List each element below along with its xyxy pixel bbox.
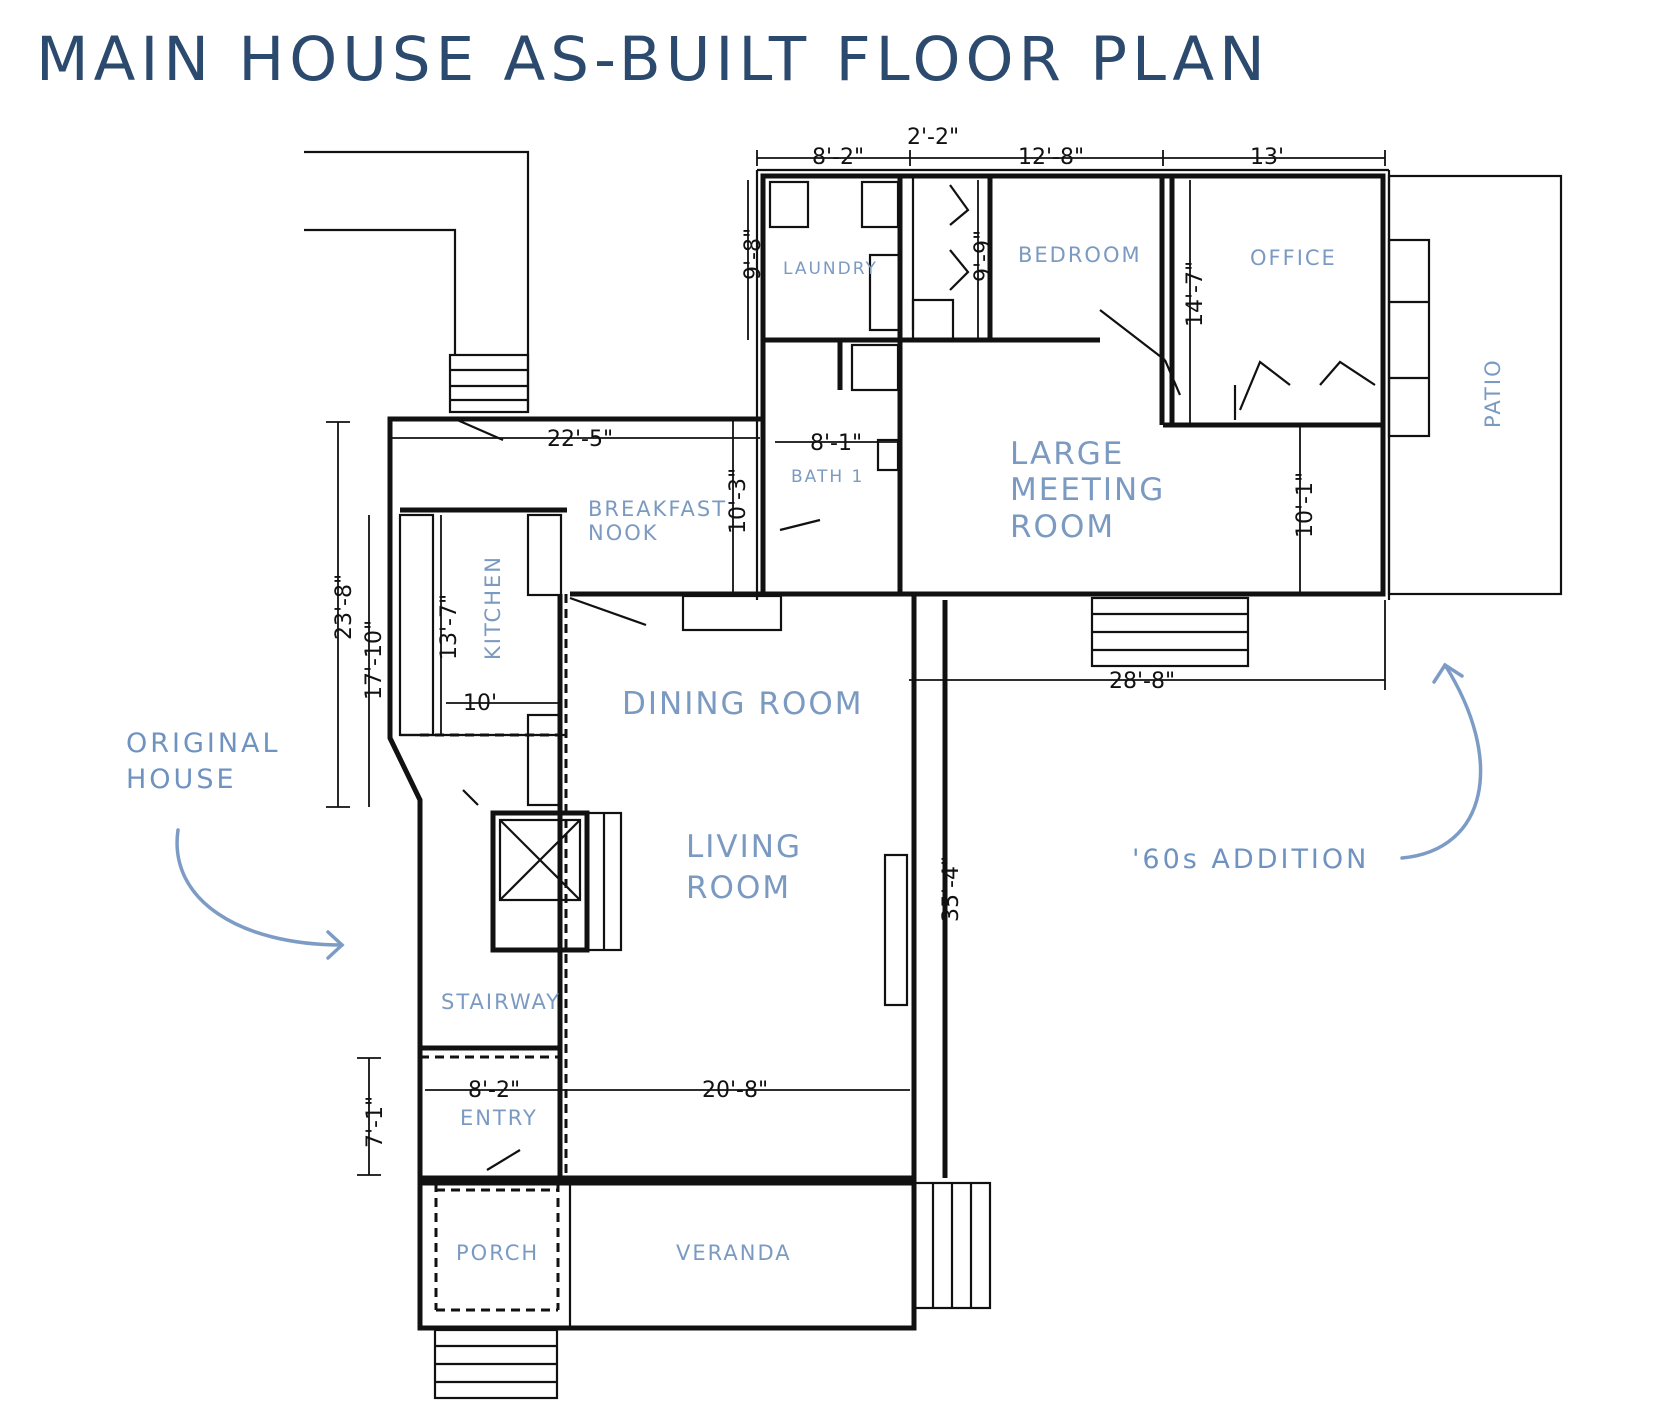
dim-laundry-width: 8'-2" — [812, 145, 864, 170]
arrow-addition-head — [1432, 662, 1464, 684]
dim-bath-gap: 2'-2" — [907, 125, 959, 150]
room-meeting-line1: LARGE — [1010, 436, 1124, 472]
dim-breakfast-width: 22'-5" — [547, 427, 613, 452]
room-kitchen: KITCHEN — [481, 555, 505, 660]
room-patio: PATIO — [1481, 358, 1505, 428]
arrow-original — [175, 828, 344, 947]
dim-kitchen-width: 10' — [463, 691, 497, 716]
dim-living-depth: 35'-4" — [939, 856, 964, 922]
dim-office-width: 13' — [1250, 145, 1284, 170]
addition-steps — [1090, 596, 1250, 668]
room-entry: ENTRY — [460, 1106, 538, 1130]
room-living-line2: ROOM — [686, 870, 791, 906]
dim-kitchen-inner: 13'-7" — [437, 594, 462, 660]
dim-bedroom-width: 12'-8" — [1018, 145, 1084, 170]
room-labels: LAUNDRY BEDROOM OFFICE PATIO BATH 1 BREA… — [441, 243, 1505, 1265]
dim-kitchen-outer: 17'-10" — [362, 620, 387, 700]
room-breakfast-line2: NOOK — [588, 521, 659, 545]
back-steps — [304, 150, 530, 414]
dim-office-depth: 14'-7" — [1183, 261, 1208, 327]
patio — [1387, 174, 1563, 596]
arrow-original-head — [326, 930, 345, 960]
dim-entry-depth: 7'-1" — [363, 1096, 388, 1148]
dim-addition-width: 28'-8" — [1109, 669, 1175, 694]
room-meeting-line3: ROOM — [1010, 509, 1115, 545]
room-bath: BATH 1 — [791, 467, 864, 487]
room-office: OFFICE — [1250, 246, 1337, 270]
dim-original-depth: 23'-8" — [332, 574, 357, 640]
room-veranda: VERANDA — [676, 1241, 792, 1265]
arrow-addition — [1400, 663, 1483, 860]
note-original-line2: HOUSE — [126, 764, 237, 795]
room-dining: DINING ROOM — [622, 686, 864, 722]
dim-bedroom-depth: 9'-9" — [971, 230, 996, 282]
dim-living-width: 20'-8" — [702, 1078, 768, 1103]
room-stairway: STAIRWAY — [441, 990, 561, 1014]
room-meeting-line2: MEETING — [1010, 472, 1165, 508]
room-laundry: LAUNDRY — [783, 259, 878, 279]
dim-meeting-depth: 10'-1" — [1293, 472, 1318, 538]
room-breakfast-line1: BREAKFAST — [588, 497, 727, 521]
room-living-line1: LIVING — [686, 829, 802, 865]
annotations: ORIGINAL HOUSE '60s ADDITION — [126, 662, 1483, 960]
room-bedroom: BEDROOM — [1018, 243, 1142, 267]
doors — [454, 417, 821, 1171]
dimension-labels: 8'-2" 2'-2" 12'-8" 13' 9'-8" 9'-9" 14'-7… — [332, 125, 1318, 1148]
original-walls — [387, 416, 1385, 1181]
room-porch: PORCH — [456, 1241, 539, 1265]
dim-entry-width: 8'-2" — [468, 1078, 520, 1103]
dimension-lines — [326, 150, 1386, 1178]
note-addition: '60s ADDITION — [1132, 844, 1369, 875]
dim-bath-width: 8'-1" — [810, 431, 862, 456]
page-title: MAIN HOUSE AS-BUILT FLOOR PLAN — [36, 24, 1270, 95]
veranda-steps — [912, 1181, 992, 1310]
dim-laundry-depth: 9'-8" — [741, 228, 766, 280]
porch-steps — [433, 1328, 559, 1400]
dim-breakfast-depth: 10'-3" — [726, 468, 751, 534]
note-original-line1: ORIGINAL — [126, 728, 281, 759]
fireplace — [490, 810, 623, 953]
